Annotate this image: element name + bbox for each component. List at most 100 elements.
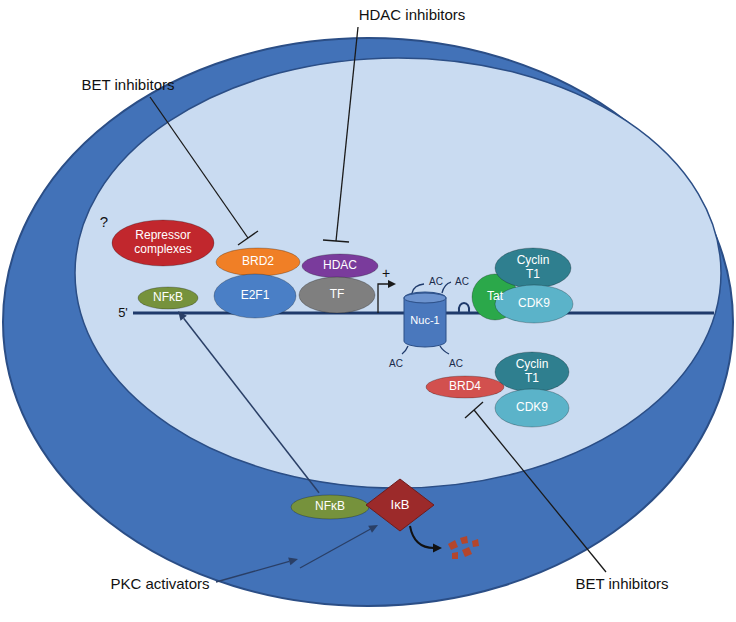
ellipse-shape (495, 352, 569, 392)
cylinder-body (404, 292, 446, 347)
strand-end-label: 5' (118, 305, 128, 320)
ellipse-shape (138, 287, 198, 309)
arrow-head (178, 311, 187, 321)
drug-label: HDAC inhibitors (359, 6, 466, 23)
acetyl-label-box: AC (389, 353, 403, 371)
protein-ellipse: E2F1 (213, 273, 297, 319)
node-text: Nuc-1 (410, 314, 439, 327)
node-text: HDAC (323, 259, 357, 273)
ellipse-shape (495, 389, 569, 427)
activator-line (300, 529, 370, 568)
fragment (452, 552, 458, 559)
protein-ellipse: Cyclin T1 (494, 247, 572, 289)
node-text: TF (330, 288, 345, 302)
ellipse-shape (216, 248, 300, 276)
node-text: Tat (487, 290, 503, 304)
drug-label: BET inhibitors (81, 76, 174, 93)
nucleus (75, 58, 721, 488)
acetyl-label-box: AC (449, 353, 463, 371)
ellipse-shape (495, 285, 573, 323)
drug-label-box: BET inhibitors (81, 76, 174, 94)
ellipse-shape (291, 495, 369, 519)
connector-line (184, 318, 319, 493)
drug-label: BET inhibitors (575, 575, 668, 592)
ellipse-shape (299, 277, 375, 313)
node-text: Repressor complexes (132, 229, 194, 257)
ellipse-shape (495, 248, 571, 288)
acetyl-label-box: AC (429, 271, 443, 289)
connector-arrow (178, 311, 319, 493)
protein-ellipse: TF (298, 276, 376, 314)
protein-ellipse: BRD2 (215, 247, 301, 277)
repressor-complex: Repressor complexes (111, 219, 215, 267)
inhibitor-lines (150, 27, 606, 572)
fragment (462, 547, 472, 557)
inhibitor-line (474, 410, 606, 572)
arrow-head (388, 280, 396, 288)
inhibitor-line (336, 27, 358, 241)
node-text: NFκB (315, 500, 345, 514)
unknown-mark-box: ? (100, 213, 108, 231)
activator-arrows (216, 529, 370, 582)
node-text: BRD4 (449, 380, 481, 394)
ellipse-shape (302, 254, 378, 278)
acetyl-label: AC (455, 276, 469, 287)
nucleosome-cylinder: Nuc-1 (403, 292, 447, 348)
protein-ellipse: BRD4 (425, 375, 505, 399)
fragment (472, 539, 479, 547)
node-text: Cyclin T1 (510, 358, 554, 386)
acetyl-label: AC (429, 276, 443, 287)
arrow-head (433, 544, 442, 553)
ellipse-shape (426, 376, 504, 398)
protein-ellipse: NFκB (290, 494, 370, 520)
diamond-shape (366, 479, 434, 531)
inhibitor-line (150, 97, 248, 238)
inhibitor-bar (465, 402, 483, 418)
acetyl-tail (442, 282, 451, 293)
node-text: CDK9 (518, 297, 550, 311)
node-text: NFκB (153, 291, 183, 305)
acetyl-label-box: AC (455, 271, 469, 289)
acetyl-label: AC (389, 358, 403, 369)
acetyl-tail (440, 346, 449, 354)
node-text: CDK9 (516, 401, 548, 415)
ellipse-shape (214, 274, 296, 318)
ellipse-shape (112, 220, 214, 266)
protein-ellipse: CDK9 (494, 284, 574, 324)
node-text: Cyclin T1 (511, 254, 555, 282)
arrow-head (288, 558, 298, 566)
acetyl-tails (402, 282, 451, 354)
fragment (448, 540, 458, 550)
arrow-head (368, 525, 378, 533)
fragment (460, 536, 468, 544)
drug-label-box: HDAC inhibitors (359, 6, 466, 24)
protein-ellipse: HDAC (301, 253, 379, 279)
degradation-arrow (410, 526, 434, 548)
acetyl-tail (402, 346, 408, 354)
protein-ellipse: Cyclin T1 (494, 351, 570, 393)
tar-hairpin (459, 303, 469, 312)
protein-ellipse: NFκB (137, 286, 199, 310)
drug-label-box: BET inhibitors (575, 575, 668, 593)
drug-label: PKC activators (110, 575, 209, 592)
unknown-mark: ? (100, 213, 108, 230)
transcription-arrow (378, 284, 389, 313)
node-text: BRD2 (242, 255, 274, 269)
protein-diamond: IκB (365, 478, 435, 532)
cylinder-top (404, 293, 446, 303)
inhibitor-bar (323, 240, 349, 242)
activator-line (216, 561, 289, 582)
activation-mark-box: + (382, 264, 390, 282)
cell-membrane (3, 38, 733, 606)
inhibitor-bar (238, 231, 258, 245)
acetyl-label: AC (449, 358, 463, 369)
node-text: IκB (391, 498, 410, 513)
degraded-fragments (448, 536, 479, 559)
protein-ellipse: CDK9 (494, 388, 570, 428)
strand-end-label-box: 5' (118, 303, 128, 321)
node-text: E2F1 (241, 289, 270, 303)
drug-label-box: PKC activators (110, 575, 209, 593)
